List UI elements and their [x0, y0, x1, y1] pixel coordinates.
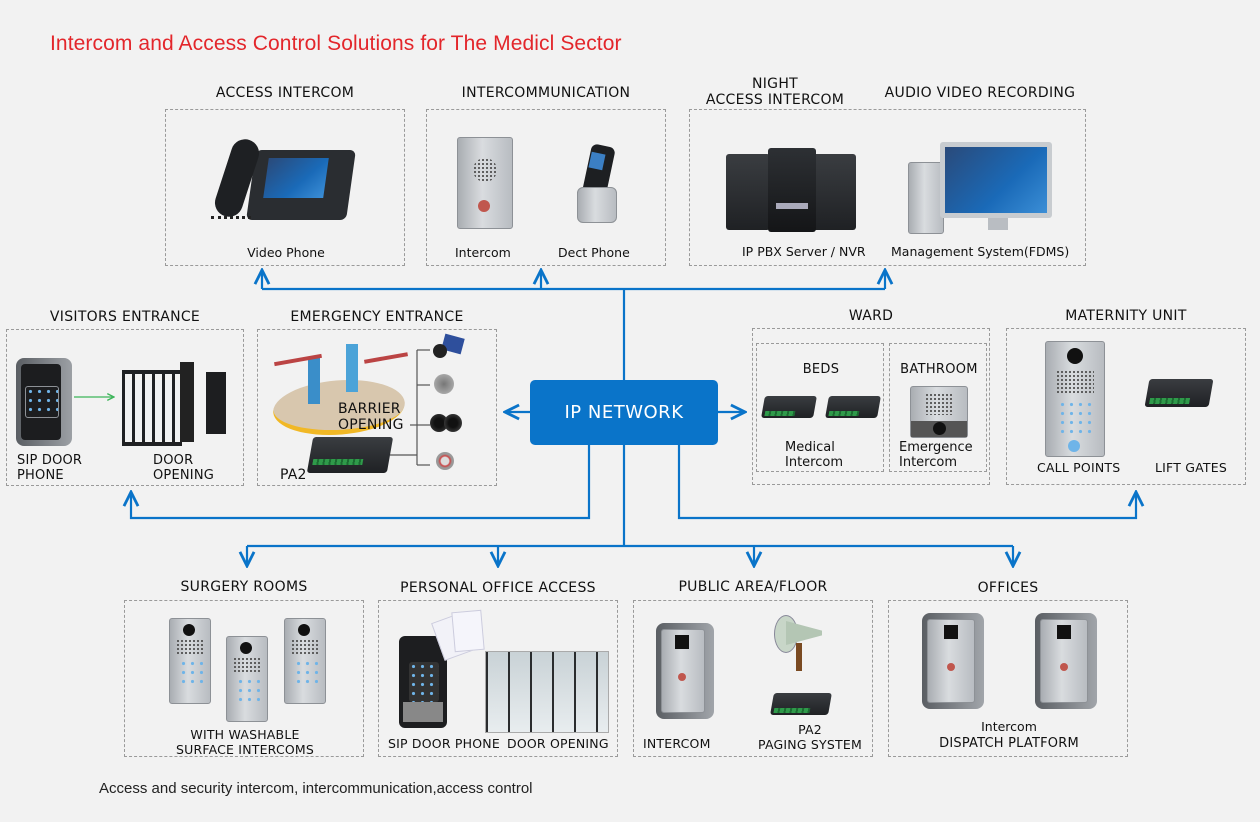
link-maternity-unit	[677, 445, 1136, 520]
video-phone-icon	[211, 135, 356, 228]
device-label-intercom: INTERCOM	[643, 736, 711, 751]
label-line: PAGING SYSTEM	[758, 737, 862, 752]
dect-phone-icon	[575, 143, 619, 225]
label-line: Intercom	[899, 455, 957, 470]
intercom-icon	[656, 623, 714, 719]
washable-intercom-icon	[169, 618, 211, 704]
gate-icon	[122, 362, 232, 446]
page-title: Intercom and Access Control Solutions fo…	[50, 32, 622, 55]
lift-gate-controller-icon	[1144, 379, 1214, 407]
medical-intercom-device-icon	[761, 396, 817, 418]
link-visitors-entrance	[131, 445, 591, 520]
label-line: Intercom	[981, 719, 1037, 734]
call-point-icon	[1045, 341, 1105, 457]
device-label-washable-intercoms: WITH WASHABLE SURFACE INTERCOMS	[125, 727, 365, 757]
medical-intercom-device-icon	[825, 396, 881, 418]
section-surgery-rooms: WITH WASHABLE SURFACE INTERCOMS	[124, 600, 364, 757]
label-line: PA2	[798, 722, 822, 737]
dispatch-intercom-icon	[1035, 613, 1097, 709]
label-line: WITH WASHABLE	[190, 727, 300, 742]
label-line: Intercom	[785, 455, 843, 470]
washable-intercom-icon	[284, 618, 326, 704]
glass-office-door-icon	[485, 651, 609, 733]
pa2-device-icon	[306, 437, 394, 473]
device-label-call-points: CALL POINTS	[1037, 460, 1121, 475]
server-rack-icon	[726, 148, 856, 233]
section-access-intercom: Video Phone	[165, 109, 405, 266]
section-title-surgery-rooms: SURGERY ROOMS	[180, 579, 308, 595]
label-line: OPENING	[338, 417, 404, 433]
section-night-access-recording: IP PBX Server / NVR Management System(FD…	[689, 109, 1086, 266]
pa2-label: PA2	[280, 467, 307, 483]
horn-speaker-icon	[774, 615, 828, 671]
intercom-panel-icon	[457, 137, 513, 229]
device-label-lift-gates: LIFT GATES	[1155, 460, 1227, 475]
section-title-maternity-unit: MATERNITY UNIT	[1065, 308, 1187, 324]
section-title-access-intercom: ACCESS INTERCOM	[215, 85, 355, 101]
sip-door-phone-icon	[399, 636, 447, 728]
subsection-beds: BEDS Medical Intercom	[756, 343, 884, 472]
emergence-intercom-icon	[910, 386, 968, 438]
section-title-offices: OFFICES	[977, 580, 1039, 596]
label-line: BARRIER	[338, 401, 401, 417]
dispatch-intercom-icon	[922, 613, 984, 709]
section-offices: Intercom DISPATCH PLATFORM	[888, 600, 1128, 757]
subsection-title-beds: BEDS	[802, 362, 840, 377]
device-label-emergence-intercom: Emergence Intercom	[899, 440, 973, 470]
washable-intercom-icon	[226, 636, 268, 722]
label-line: OPENING	[153, 468, 215, 483]
device-label-ip-pbx: IP PBX Server / NVR	[742, 244, 866, 259]
label-line: DISPATCH PLATFORM	[939, 736, 1079, 751]
device-label-intercom: Intercom	[455, 245, 511, 260]
device-label-sip-door-phone: SIP DOOR PHONE	[17, 453, 82, 483]
section-title-ward: WARD	[848, 308, 894, 324]
device-label-fdms: Management System(FDMS)	[891, 244, 1070, 259]
section-intercommunication: Intercom Dect Phone	[426, 109, 666, 266]
label-line: PHONE	[17, 468, 64, 483]
section-maternity-unit: CALL POINTS LIFT GATES	[1006, 328, 1246, 485]
label-line: Emergence	[899, 440, 973, 455]
title-line: ACCESS INTERCOM	[705, 92, 845, 108]
pa2-device-icon	[770, 693, 832, 715]
subsection-title-bathroom: BATHROOM	[900, 362, 978, 377]
barrier-gate-icon	[263, 340, 415, 440]
label-line: SURFACE INTERCOMS	[175, 742, 315, 757]
section-title-intercommunication: INTERCOMMUNICATION	[461, 85, 631, 101]
section-title-audio-video: AUDIO VIDEO RECORDING	[884, 85, 1076, 101]
footer-caption: Access and security intercom, intercommu…	[99, 780, 533, 797]
microphone-icon	[434, 374, 454, 394]
section-title-public-area: PUBLIC AREA/FLOOR	[678, 579, 828, 595]
speaker-icon	[430, 414, 462, 434]
device-label-dect-phone: Dect Phone	[558, 245, 630, 260]
device-label-sip-door-phone: SIP DOOR PHONE	[388, 736, 500, 751]
section-emergency-entrance: BARRIER OPENING PA2	[257, 329, 497, 486]
barrier-opening-label: BARRIER OPENING	[338, 401, 404, 433]
label-line: SIP DOOR	[17, 453, 83, 468]
access-cards-icon	[431, 609, 491, 661]
label-line: Medical	[785, 440, 835, 455]
section-ward: BEDS Medical Intercom BATHROOM Emergence…	[752, 328, 990, 485]
sip-door-phone-icon	[16, 358, 72, 446]
section-title-emergency-entrance: EMERGENCY ENTRANCE	[290, 309, 464, 325]
ip-network-hub: IP NETWORK	[530, 380, 718, 445]
section-title-night-access: NIGHT ACCESS INTERCOM	[690, 76, 860, 108]
section-public-area-floor: INTERCOM PA2 PAGING SYSTEM	[633, 600, 873, 757]
section-personal-office-access: SIP DOOR PHONE DOOR OPENING	[378, 600, 618, 757]
device-label-medical-intercom: Medical Intercom	[785, 440, 843, 470]
device-label-dispatch-platform: Intercom DISPATCH PLATFORM	[889, 719, 1129, 751]
device-label-pa2-paging: PA2 PAGING SYSTEM	[752, 722, 868, 752]
device-label-video-phone: Video Phone	[247, 245, 325, 260]
section-title-visitors-entrance: VISITORS ENTRANCE	[49, 309, 201, 325]
section-title-personal-office: PERSONAL OFFICE ACCESS	[400, 580, 596, 596]
device-label-door-opening: DOOR OPENING	[153, 453, 214, 483]
device-label-door-opening: DOOR OPENING	[507, 736, 609, 751]
subsection-bathroom: BATHROOM Emergence Intercom	[889, 343, 987, 472]
desktop-computer-icon	[908, 142, 1058, 237]
section-visitors-entrance: SIP DOOR PHONE DOOR OPENING	[6, 329, 244, 486]
label-line: DOOR	[153, 453, 194, 468]
camera-icon	[433, 333, 465, 358]
push-button-icon	[436, 452, 454, 470]
title-line: NIGHT	[751, 76, 799, 92]
